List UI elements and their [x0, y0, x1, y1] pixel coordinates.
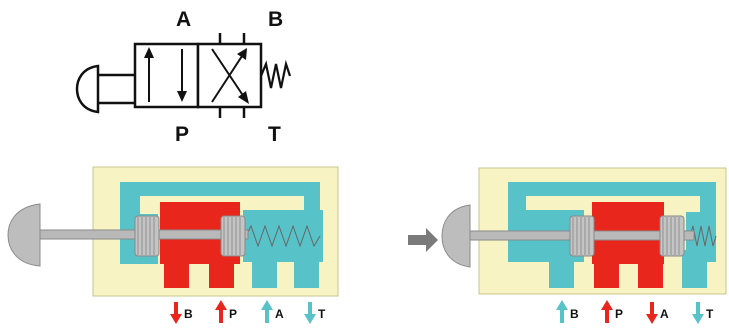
right-flow-b: B	[556, 300, 579, 323]
right-flow-p: P	[601, 300, 623, 323]
left-flow-b: B	[170, 302, 193, 324]
flow-label: B	[570, 307, 579, 321]
flow-label: T	[318, 307, 326, 321]
left-flow-t: T	[304, 302, 326, 324]
push-button-icon	[441, 204, 471, 268]
port-label-t: T	[268, 123, 281, 146]
spring-icon	[259, 59, 292, 89]
port-label-b: B	[268, 8, 283, 31]
flow-label: P	[229, 307, 237, 321]
valve-cutaway-actuated: B P A T	[408, 167, 727, 324]
flow-label: B	[184, 307, 193, 321]
right-flow-t: T	[692, 302, 714, 324]
symbol-box-left	[133, 42, 200, 109]
push-button-icon	[75, 64, 100, 114]
push-button-icon	[7, 203, 41, 267]
flow-label: A	[275, 307, 284, 321]
left-flow-a: A	[261, 300, 284, 323]
valve-cutaway-released: B P A T	[7, 166, 339, 324]
left-flow-p: P	[215, 300, 237, 323]
flow-label: T	[706, 307, 714, 321]
valve-symbol: A B P T	[75, 8, 292, 146]
push-arrow-icon	[408, 228, 438, 252]
port-label-p: P	[175, 123, 189, 146]
flow-label: A	[660, 307, 669, 321]
port-label-a: A	[176, 8, 191, 31]
flow-label: P	[615, 307, 623, 321]
right-flow-a: A	[646, 302, 669, 324]
